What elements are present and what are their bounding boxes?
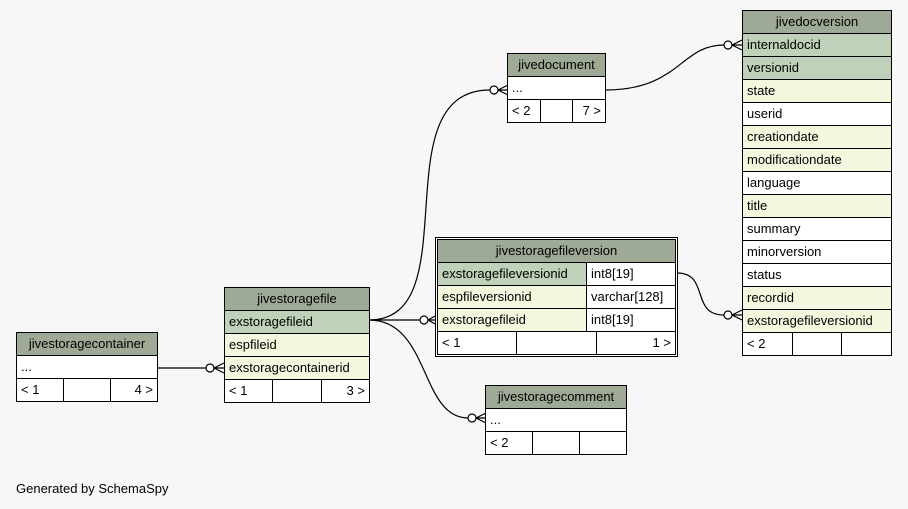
table-row: modificationdate [743, 149, 891, 172]
table-title: jivedocument [508, 54, 605, 77]
table-footer: < 2 [743, 333, 891, 355]
table-footer: < 2 [486, 432, 626, 454]
table-jivestoragefile[interactable]: jivestoragefile exstoragefileid espfilei… [224, 287, 370, 403]
optional-marker [467, 413, 477, 423]
table-row: ... [486, 409, 626, 432]
children-count: 7 > [572, 100, 605, 122]
column-name: versionid [747, 60, 800, 75]
column-type: varchar[128] [586, 286, 675, 308]
table-row: exstoragefileversionid [743, 310, 891, 333]
table-row: exstoragefileversionid int8[19] [438, 263, 675, 286]
column-name: userid [747, 106, 783, 121]
table-jivedocument[interactable]: jivedocument ... < 2 7 > [507, 53, 606, 123]
optional-marker [489, 85, 499, 95]
table-row: espfileid [225, 334, 369, 357]
table-row: exstoragefileid int8[19] [438, 309, 675, 332]
table-row: state [743, 80, 891, 103]
generated-by-label: Generated by SchemaSpy [16, 481, 169, 496]
table-title: jivestoragefileversion [438, 240, 675, 263]
table-title: jivestoragecomment [486, 386, 626, 409]
optional-marker [723, 310, 733, 320]
column-name: espfileversionid [438, 286, 586, 308]
table-jivestoragecomment[interactable]: jivestoragecomment ... < 2 [485, 385, 627, 455]
table-row: creationdate [743, 126, 891, 149]
spacer-cell [532, 432, 579, 454]
children-count [841, 333, 891, 355]
column-name: ... [490, 412, 501, 427]
column-name: summary [747, 221, 801, 236]
table-row: espfileversionid varchar[128] [438, 286, 675, 309]
column-name: recordid [747, 290, 794, 305]
table-title: jivestoragefile [225, 288, 369, 311]
spacer-cell [791, 333, 842, 355]
crowfoot-marker [731, 39, 743, 51]
table-title: jivedocversion [743, 11, 891, 34]
edge-storagefileversion-to-jivedocversion [676, 272, 725, 316]
table-row: exstoragefileid [225, 311, 369, 334]
spacer-cell [516, 332, 595, 354]
column-name: espfileid [229, 337, 277, 352]
table-footer: < 1 3 > [225, 380, 369, 402]
table-row: title [743, 195, 891, 218]
parents-count: < 1 [229, 383, 248, 398]
column-name: state [747, 83, 776, 98]
crowfoot-marker [213, 362, 225, 374]
table-row: summary [743, 218, 891, 241]
edge-jivedocument-to-jivedocversion [604, 44, 725, 91]
column-name: exstoragecontainerid [229, 360, 350, 375]
table-jivedocversion[interactable]: jivedocversion internaldocid versionid s… [742, 10, 892, 356]
optional-marker [723, 40, 733, 50]
column-name: internaldocid [747, 37, 821, 52]
table-row: userid [743, 103, 891, 126]
column-name: modificationdate [747, 152, 842, 167]
column-name: language [747, 175, 801, 190]
table-row: recordid [743, 287, 891, 310]
parents-count: < 2 [747, 336, 766, 351]
table-row: internaldocid [743, 34, 891, 57]
table-row: language [743, 172, 891, 195]
optional-marker [419, 315, 429, 325]
column-name: exstoragefileid [438, 309, 586, 331]
column-name: title [747, 198, 768, 213]
children-count: 3 > [320, 380, 369, 402]
table-row: ... [508, 77, 605, 100]
column-name: exstoragefileversionid [747, 313, 873, 328]
spacer-cell [539, 100, 573, 122]
children-count: 4 > [110, 379, 157, 401]
spacer-cell [63, 379, 110, 401]
parents-count: < 1 [21, 382, 40, 397]
parents-count: < 2 [490, 435, 509, 450]
column-type: int8[19] [586, 263, 675, 285]
column-name: minorversion [747, 244, 822, 259]
parents-count: < 2 [512, 103, 531, 118]
table-row: exstoragecontainerid [225, 357, 369, 380]
optional-marker [205, 363, 215, 373]
column-name: exstoragefileversionid [438, 263, 586, 285]
table-footer: < 1 4 > [17, 379, 157, 401]
column-name: ... [512, 80, 523, 95]
column-name: creationdate [747, 129, 819, 144]
column-name: exstoragefileid [229, 314, 313, 329]
spacer-cell [272, 380, 320, 402]
column-type: int8[19] [586, 309, 675, 331]
table-row: status [743, 264, 891, 287]
column-name: status [747, 267, 782, 282]
children-count: 1 > [595, 332, 675, 354]
parents-count: < 1 [442, 335, 461, 350]
table-jivestoragecontainer[interactable]: jivestoragecontainer ... < 1 4 > [16, 332, 158, 402]
table-row: ... [17, 356, 157, 379]
table-jivestoragefileversion[interactable]: jivestoragefileversion exstoragefilevers… [435, 237, 678, 357]
table-footer: < 2 7 > [508, 100, 605, 122]
column-name: ... [21, 359, 32, 374]
table-row: versionid [743, 57, 891, 80]
table-title: jivestoragecontainer [17, 333, 157, 356]
children-count [579, 432, 626, 454]
crowfoot-marker [731, 309, 743, 321]
table-footer: < 1 1 > [438, 332, 675, 354]
table-row: minorversion [743, 241, 891, 264]
